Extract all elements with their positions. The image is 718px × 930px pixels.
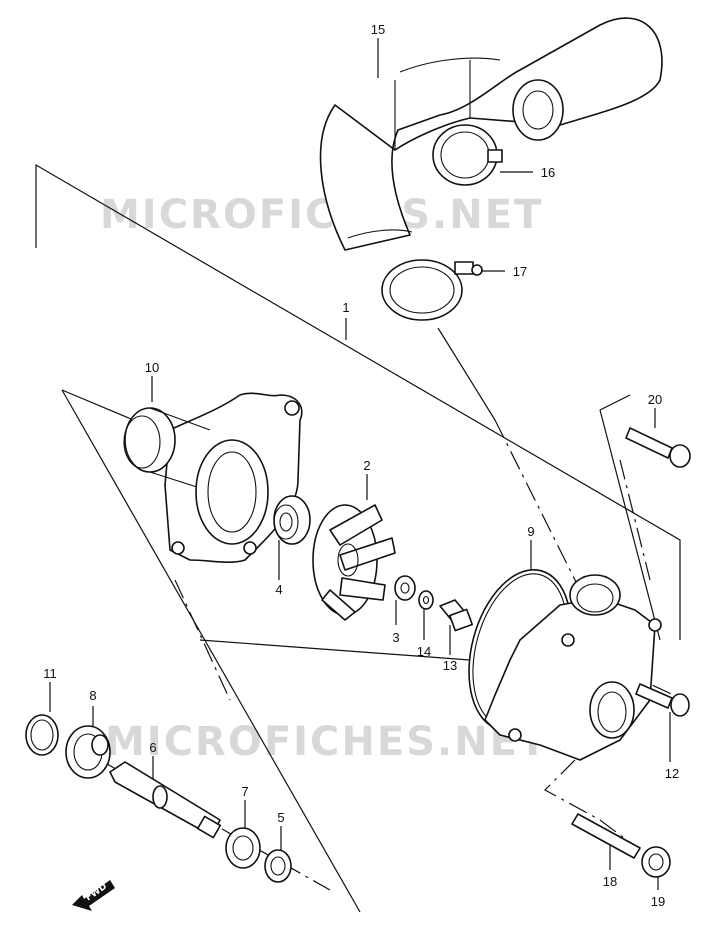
screw-top-right xyxy=(625,427,691,468)
callout-6: 6 xyxy=(149,740,156,755)
callout-18: 18 xyxy=(603,874,617,889)
watermark-top: MICROFICHES.NET xyxy=(100,192,543,238)
callout-labels: 1 2 3 4 5 6 7 8 9 10 11 12 13 14 15 16 1… xyxy=(43,22,679,909)
fwd-arrow: FWD xyxy=(72,880,115,911)
bearing-small xyxy=(225,827,261,869)
watermark-bottom: MICROFICHES.NET xyxy=(105,719,548,765)
oil-seal xyxy=(264,849,292,883)
stud-bolt xyxy=(571,813,641,859)
circlip xyxy=(25,714,59,756)
callout-11: 11 xyxy=(43,666,57,681)
callout-15: 15 xyxy=(371,22,385,37)
callout-7: 7 xyxy=(241,784,248,799)
callout-17: 17 xyxy=(513,264,527,279)
callout-16: 16 xyxy=(541,165,555,180)
callout-8: 8 xyxy=(89,688,96,703)
callout-20: 20 xyxy=(648,392,662,407)
impeller-bolt xyxy=(439,599,473,632)
washer xyxy=(394,575,416,601)
nut xyxy=(641,846,671,878)
radiator-hose xyxy=(319,17,663,251)
callout-4: 4 xyxy=(275,582,282,597)
callout-1: 1 xyxy=(342,300,349,315)
screw-right xyxy=(635,683,690,717)
callout-2: 2 xyxy=(363,458,370,473)
callout-9: 9 xyxy=(527,524,534,539)
callout-3: 3 xyxy=(392,630,399,645)
callout-19: 19 xyxy=(651,894,665,909)
mechanical-seal xyxy=(273,495,311,545)
callout-13: 13 xyxy=(443,658,457,673)
bearing-large xyxy=(65,725,111,779)
callout-5: 5 xyxy=(277,810,284,825)
callout-10: 10 xyxy=(145,360,159,375)
hose-clamp-lower xyxy=(381,259,483,321)
pump-case-cover xyxy=(123,392,303,563)
washer-small xyxy=(418,590,434,610)
pump-shaft xyxy=(109,761,222,839)
callout-12: 12 xyxy=(665,766,679,781)
callout-14: 14 xyxy=(417,644,431,659)
hose-clamp-upper xyxy=(432,124,503,186)
pump-case xyxy=(484,574,662,761)
impeller xyxy=(312,504,396,621)
